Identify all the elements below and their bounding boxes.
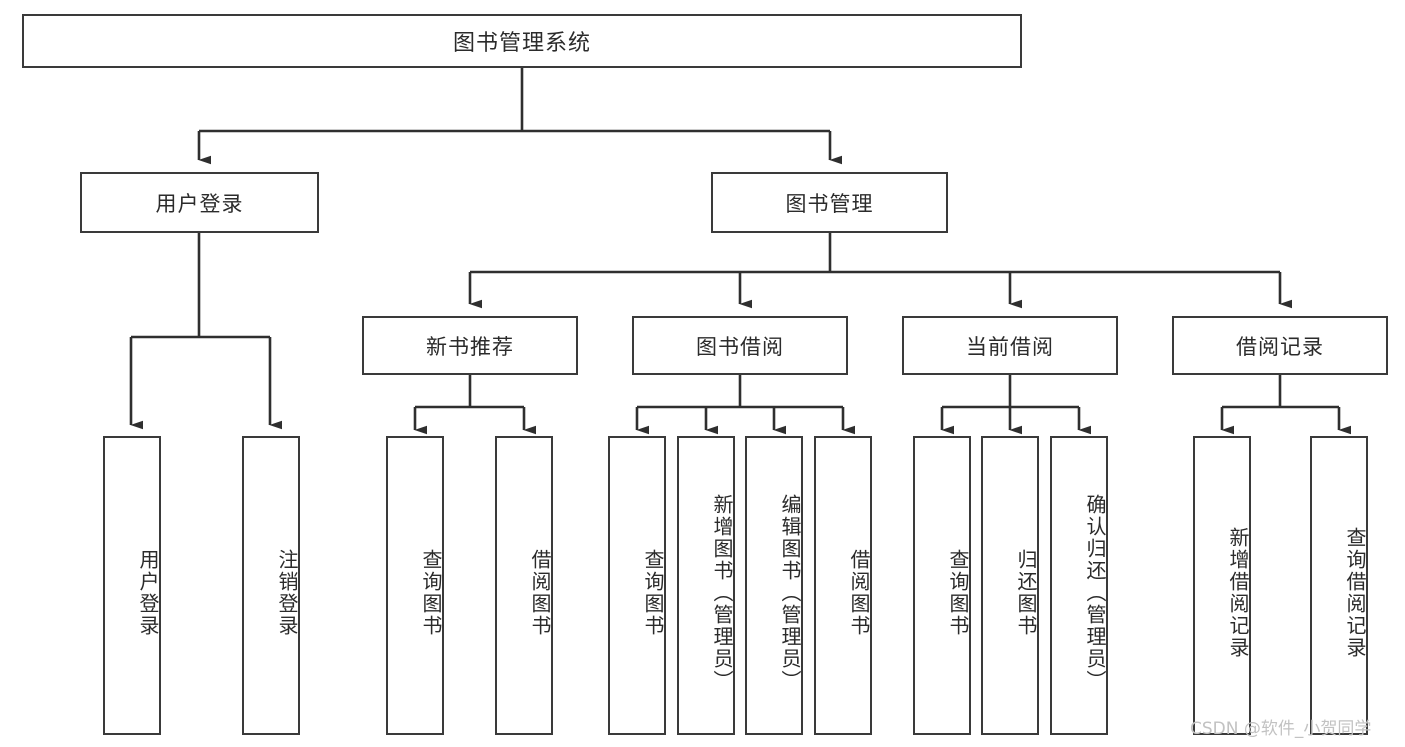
- leaf-edit-book-admin[interactable]: 编辑图书（管理员）: [745, 436, 803, 735]
- node-book-borrow[interactable]: 图书借阅: [632, 316, 848, 375]
- leaf-user-login[interactable]: 用户登录: [103, 436, 161, 735]
- node-borrow-record[interactable]: 借阅记录: [1172, 316, 1388, 375]
- node-user-login[interactable]: 用户登录: [80, 172, 319, 233]
- leaf-query-borrow-record[interactable]: 查询借阅记录: [1310, 436, 1368, 735]
- leaf-return-book[interactable]: 归还图书: [981, 436, 1039, 735]
- leaf-add-borrow-record[interactable]: 新增借阅记录: [1193, 436, 1251, 735]
- node-root-system[interactable]: 图书管理系统: [22, 14, 1022, 68]
- leaf-query-book-current[interactable]: 查询图书: [913, 436, 971, 735]
- leaf-confirm-return-admin[interactable]: 确认归还（管理员）: [1050, 436, 1108, 735]
- node-book-management[interactable]: 图书管理: [711, 172, 948, 233]
- leaf-logout[interactable]: 注销登录: [242, 436, 300, 735]
- leaf-borrow-book-new[interactable]: 借阅图书: [495, 436, 553, 735]
- leaf-add-book-admin[interactable]: 新增图书（管理员）: [677, 436, 735, 735]
- node-new-book-recommend[interactable]: 新书推荐: [362, 316, 578, 375]
- node-current-borrow[interactable]: 当前借阅: [902, 316, 1118, 375]
- csdn-watermark: CSDN @软件_小贺同学: [1190, 719, 1372, 739]
- leaf-query-book-new[interactable]: 查询图书: [386, 436, 444, 735]
- leaf-query-book-borrow[interactable]: 查询图书: [608, 436, 666, 735]
- leaf-borrow-book[interactable]: 借阅图书: [814, 436, 872, 735]
